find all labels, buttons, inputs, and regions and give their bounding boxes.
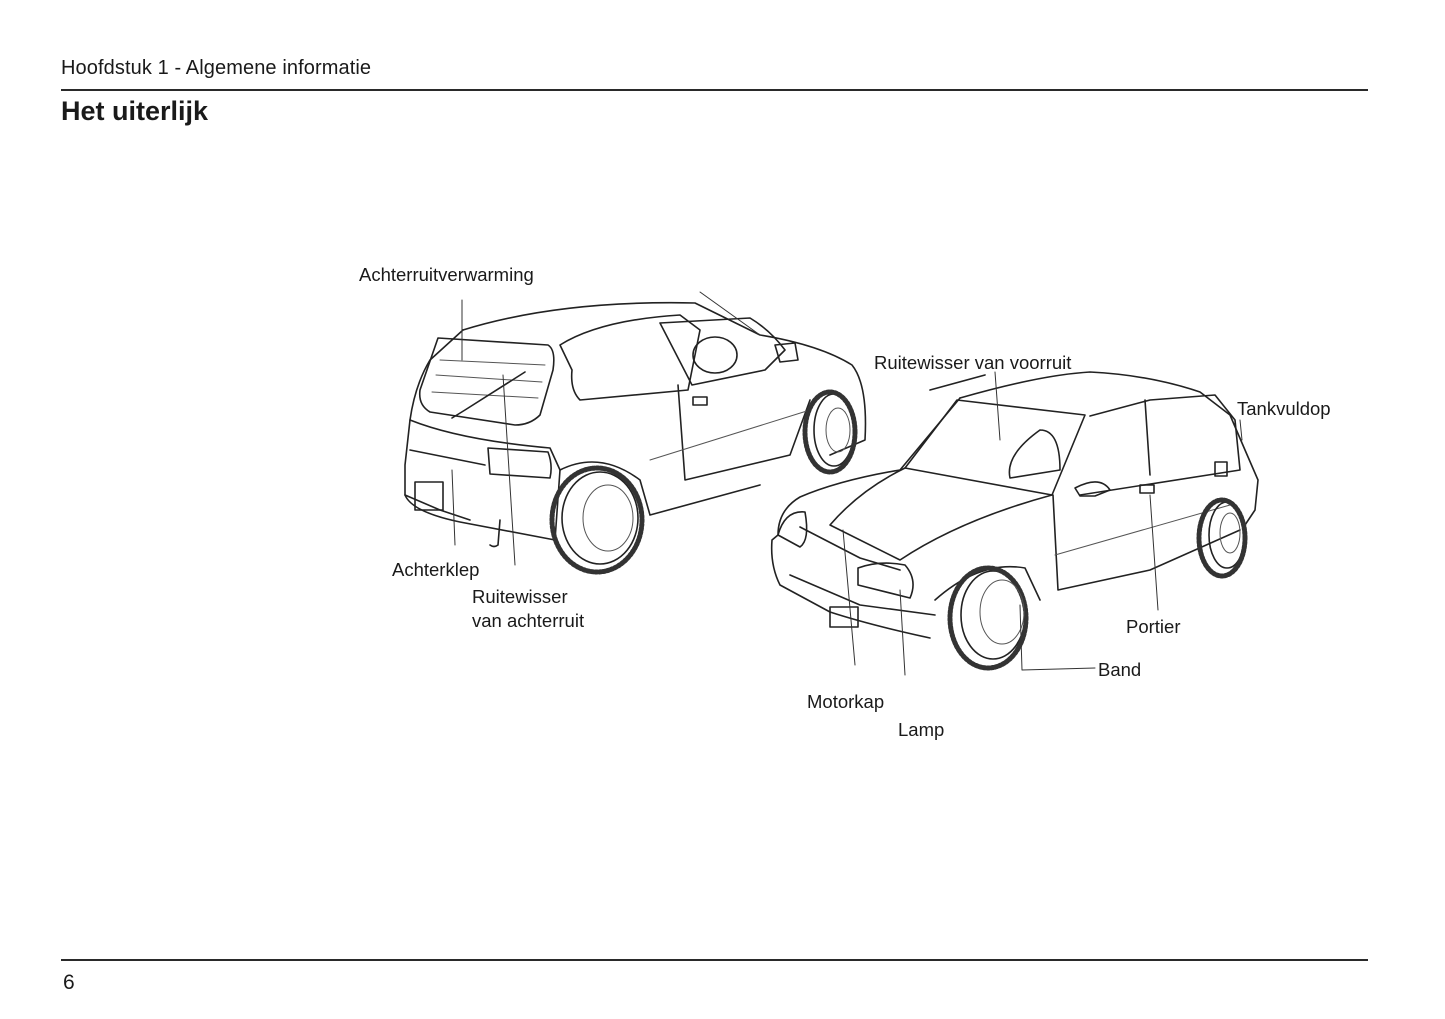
- rear-view-car-drawing: [404, 291, 867, 575]
- front-view-car-drawing: [770, 371, 1259, 671]
- footer-divider: [61, 959, 1368, 961]
- label-tire: Band: [1098, 659, 1142, 680]
- label-front-wiper: Ruitewisser van voorruit: [874, 352, 1072, 373]
- label-rear-wiper-line1: Ruitewisser: [472, 586, 568, 607]
- chapter-heading: Hoofdstuk 1 - Algemene informatie: [61, 57, 372, 79]
- label-tailgate: Achterklep: [392, 559, 480, 580]
- label-rear-wiper-line2: van achterruit: [472, 610, 585, 631]
- callout-leaders: [451, 299, 1243, 676]
- label-rear-window-heating: Achterruitverwarming: [359, 264, 534, 285]
- label-door: Portier: [1126, 616, 1181, 637]
- label-hood: Motorkap: [807, 691, 885, 712]
- page-number: 6: [63, 971, 75, 994]
- label-lamp: Lamp: [898, 719, 945, 740]
- page-title: Het uiterlijk: [61, 96, 209, 126]
- label-fuel-cap: Tankvuldop: [1237, 398, 1331, 419]
- header-divider: [61, 89, 1368, 91]
